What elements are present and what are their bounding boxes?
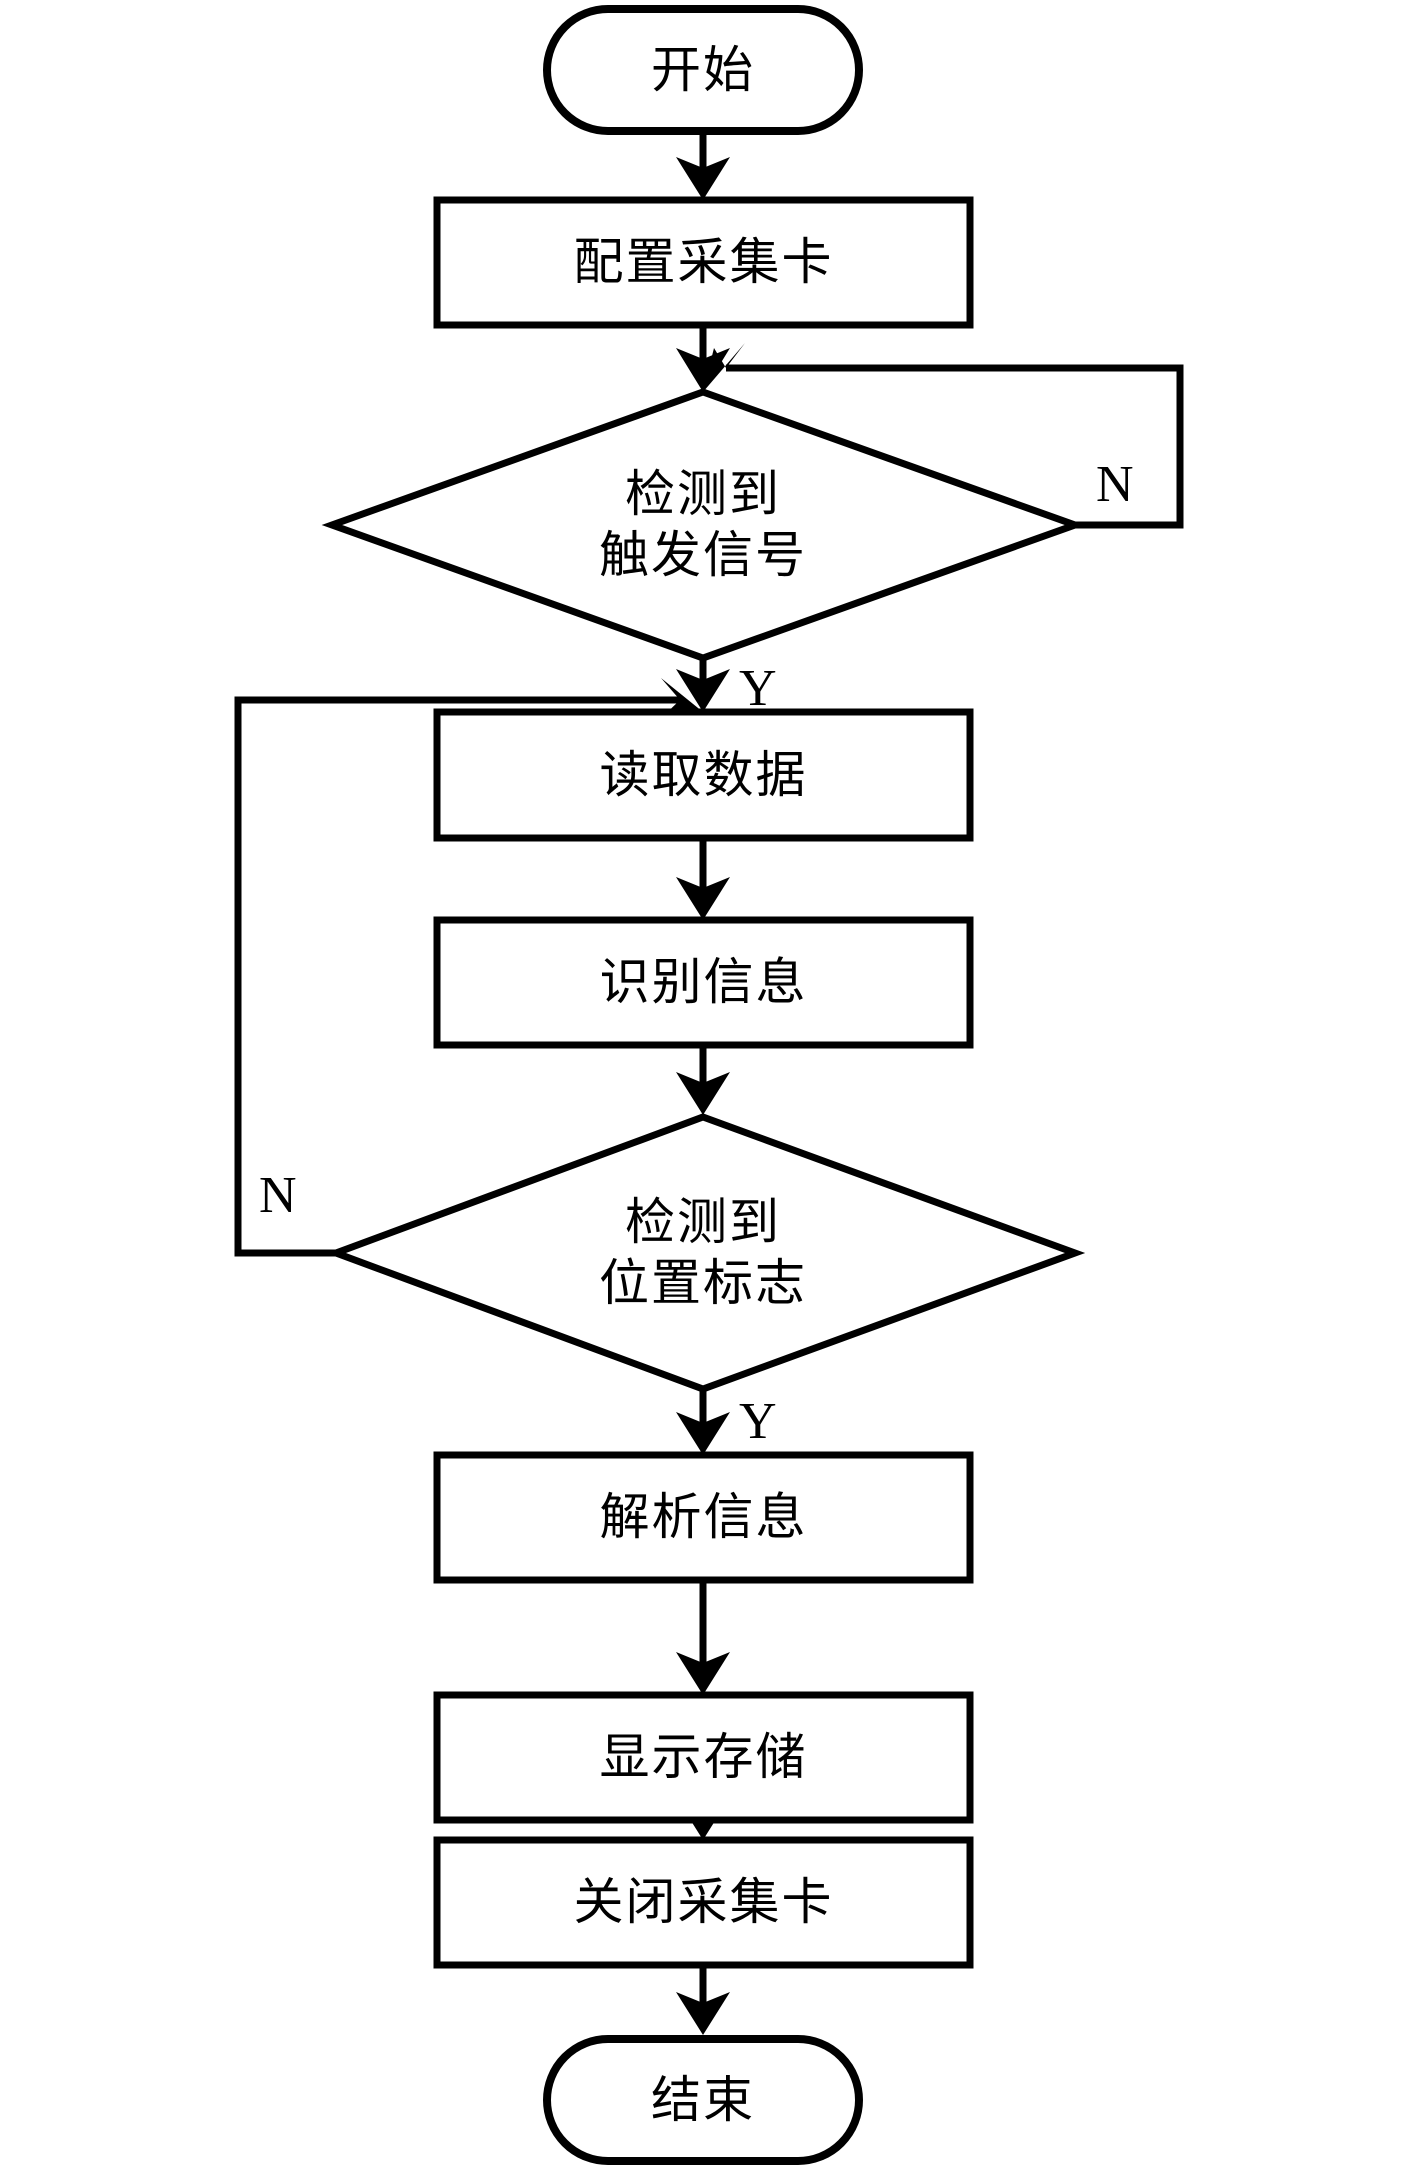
node-end-label: 结束	[651, 2071, 755, 2128]
node-display-label: 显示存储	[599, 1729, 808, 1785]
node-detecttrig-label: 检测到 触发信号	[599, 466, 807, 583]
node-readdata-shape[interactable]	[433, 708, 974, 842]
node-close-shape[interactable]	[433, 1836, 974, 1969]
node-parse-shape[interactable]	[433, 1451, 974, 1584]
node-end-shape[interactable]	[543, 2035, 863, 2165]
branch-label-position-yes: Y	[739, 1393, 777, 1450]
node-detectpos-label: 检测到 位置标志	[599, 1194, 807, 1311]
node-identify-shape[interactable]	[433, 916, 974, 1049]
arrow-head-parse-to-display	[676, 1652, 730, 1695]
branch-label-trigger-no: N	[1096, 456, 1134, 513]
arrow-head-identify-to-detectpos	[676, 1072, 730, 1115]
node-config-shape[interactable]	[433, 196, 974, 329]
node-start-label: 开始	[651, 41, 755, 98]
node-detectpos-shape[interactable]	[325, 1113, 1086, 1393]
arrow-head-detecttrig-yes-to-readdata	[676, 669, 730, 712]
node-parse-label: 解析信息	[599, 1489, 808, 1545]
node-config-label: 配置采集卡	[573, 234, 834, 290]
branch-label-position-no: N	[259, 1167, 297, 1224]
edge-detecttrig-no-loop	[726, 364, 1184, 529]
node-display-shape[interactable]	[433, 1691, 974, 1824]
branch-label-trigger-yes: Y	[739, 660, 777, 717]
arrow-head-detecttrig-no-loop	[703, 343, 745, 392]
arrow-head-close-to-end	[676, 1992, 730, 2035]
node-start-shape[interactable]	[543, 5, 863, 135]
node-close-label: 关闭采集卡	[573, 1874, 834, 1930]
node-readdata-label: 读取数据	[599, 746, 808, 803]
arrow-head-detectpos-yes-to-parse	[676, 1412, 730, 1455]
arrow-head-readdata-to-identify	[676, 877, 730, 920]
node-detecttrig-shape[interactable]	[321, 388, 1086, 662]
edge-detectpos-no-loop	[234, 696, 680, 1257]
arrow-head-start-to-config	[676, 157, 730, 200]
node-identify-label: 识别信息	[599, 954, 808, 1010]
